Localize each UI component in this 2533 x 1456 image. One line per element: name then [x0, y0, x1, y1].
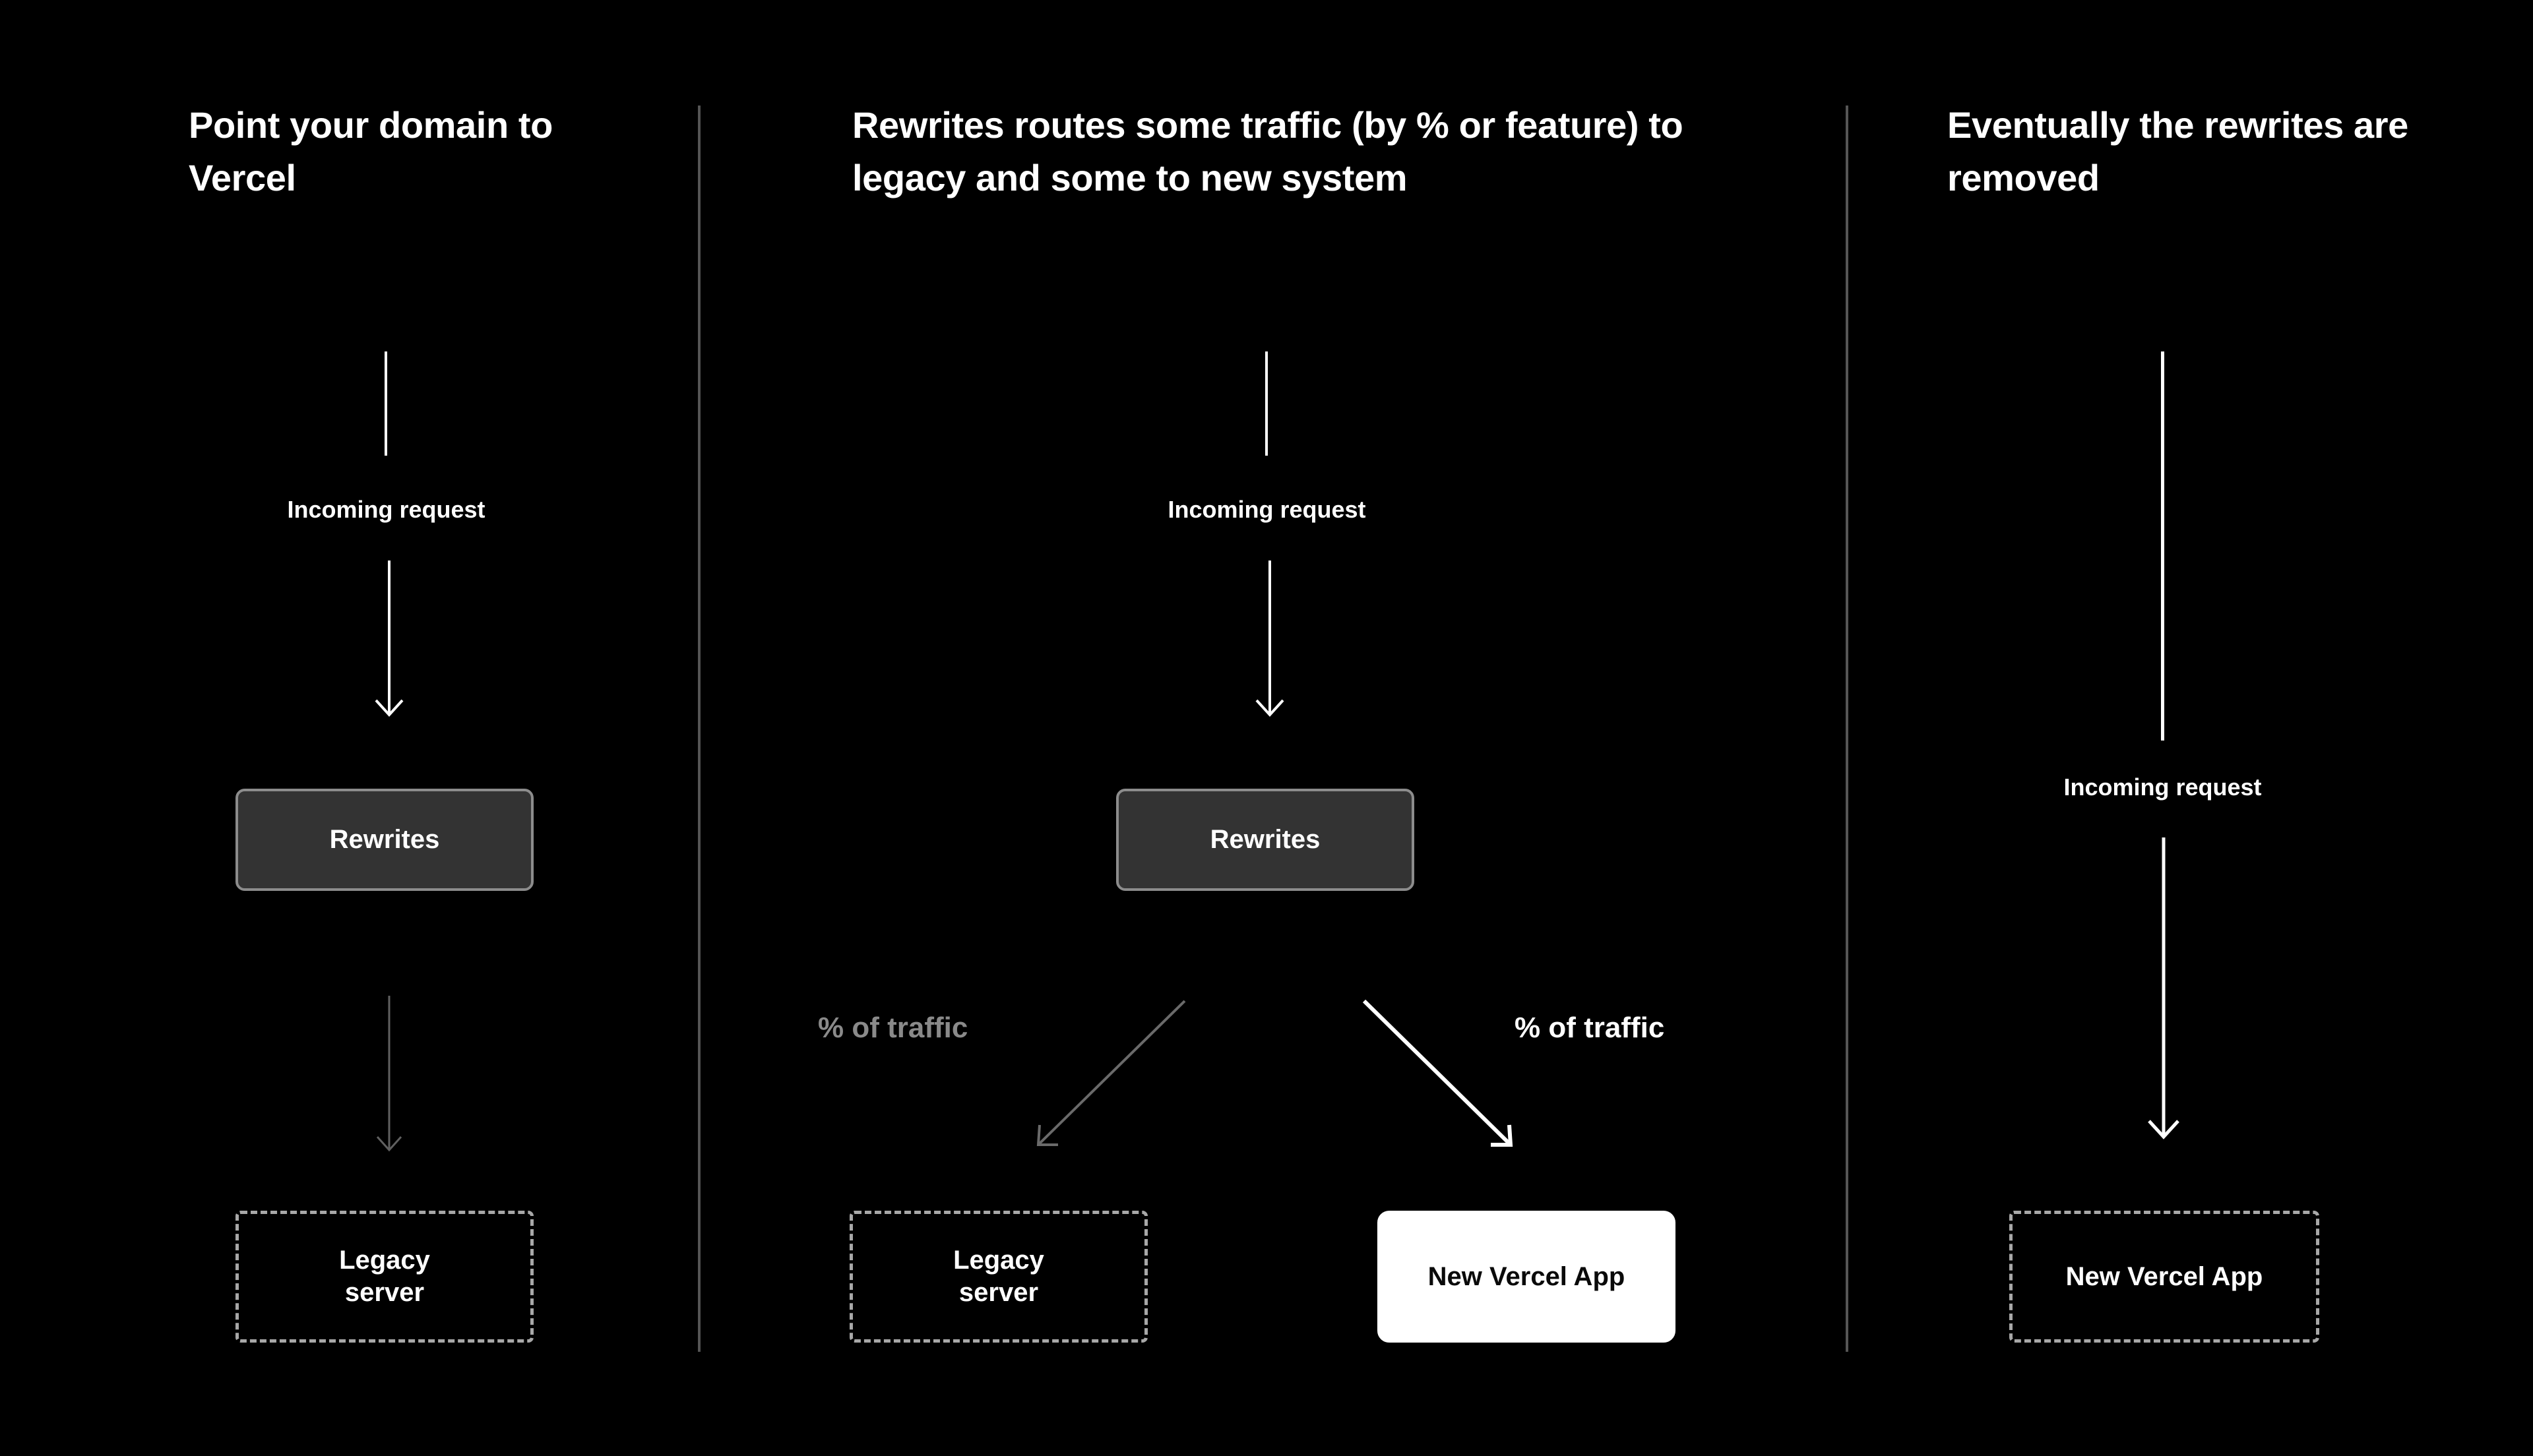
arrow-branch-to-legacy-col2: [1036, 1000, 1186, 1146]
node-rewrites-col1[interactable]: Rewrites: [235, 789, 534, 891]
incoming-request-label-col1: Incoming request: [287, 496, 485, 523]
connector-line-top-col2: [1265, 351, 1268, 456]
column-divider-2: [1846, 106, 1848, 1352]
arrow-branch-to-new-app-col2: [1362, 999, 1513, 1147]
arrow-to-rewrites-col1: [375, 561, 404, 717]
node-legacy-server-col1[interactable]: Legacy server: [235, 1211, 534, 1343]
node-new-vercel-app-col3[interactable]: New Vercel App: [2009, 1211, 2319, 1343]
arrow-to-new-app-col3: [2148, 837, 2179, 1139]
column-heading-point-domain: Point your domain to Vercel: [189, 104, 553, 198]
branch-label-percent-traffic-new-app: % of traffic: [1515, 1012, 1665, 1044]
incoming-request-label-col2: Incoming request: [1168, 496, 1366, 523]
column-heading-rewrites-split: Rewrites routes some traffic (by % or fe…: [852, 104, 1683, 198]
branch-label-percent-traffic-legacy: % of traffic: [818, 1012, 968, 1044]
connector-line-top-col1: [385, 351, 387, 456]
arrow-to-legacy-col1: [376, 996, 402, 1152]
incoming-request-label-col3: Incoming request: [2063, 774, 2262, 801]
column-divider-1: [698, 106, 701, 1352]
node-rewrites-col2[interactable]: Rewrites: [1116, 789, 1414, 891]
column-heading-rewrites-removed: Eventually the rewrites are removed: [1947, 104, 2408, 198]
connector-line-top-col3: [2161, 351, 2164, 741]
arrow-to-rewrites-col2: [1255, 561, 1284, 717]
node-legacy-server-col2[interactable]: Legacy server: [850, 1211, 1148, 1343]
node-new-vercel-app-col2[interactable]: New Vercel App: [1377, 1211, 1675, 1343]
